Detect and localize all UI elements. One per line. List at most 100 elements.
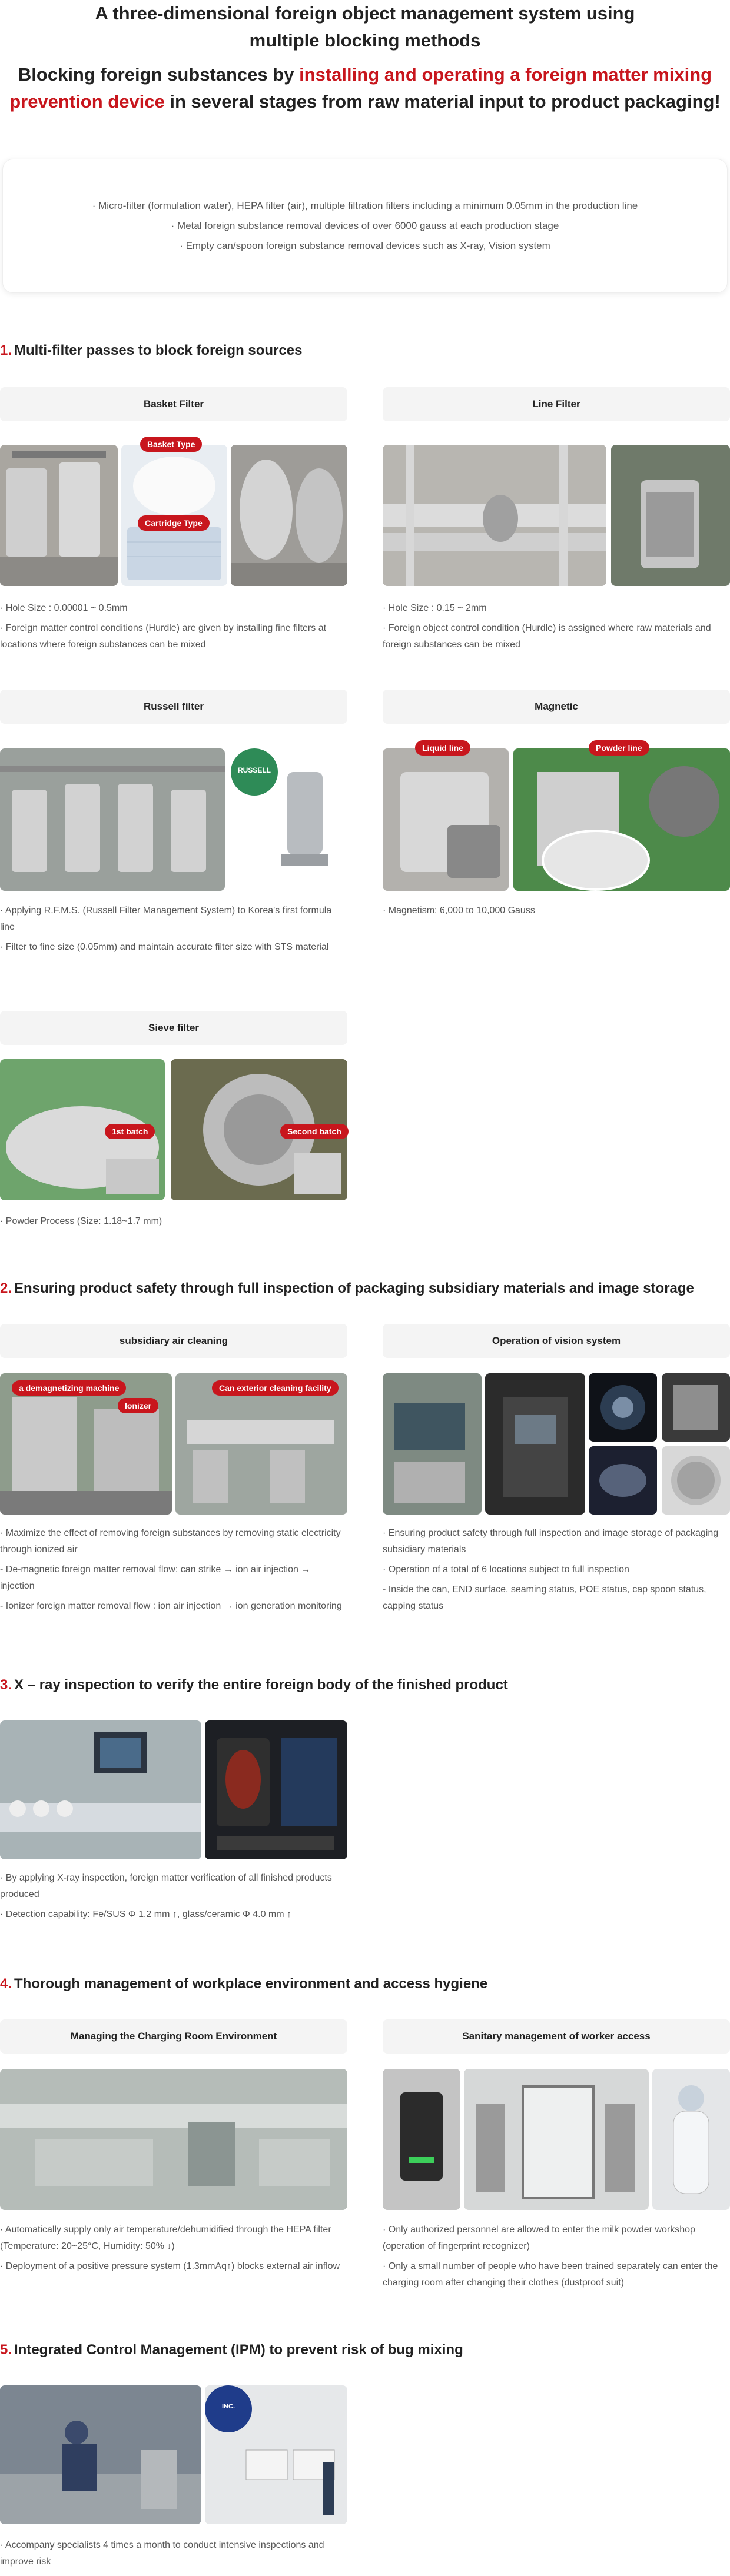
list-item: By applying X-ray inspection, foreign ma…	[0, 1870, 347, 1903]
hero-line4-red: prevention device	[9, 91, 165, 112]
card-title-line: Line Filter	[383, 387, 730, 421]
list-item: Foreign object control condition (Hurdle…	[383, 620, 730, 653]
xray-screen-photo	[205, 1720, 347, 1859]
card-title-magnetic: Magnetic	[383, 690, 730, 724]
demagnetizing-photo	[0, 1373, 172, 1515]
line-filter-photo	[383, 445, 606, 586]
tag-second-batch: Second batch	[280, 1124, 349, 1139]
section-title: 5.Integrated Control Management (IPM) to…	[0, 2342, 463, 2358]
card-title-basket: Basket Filter	[0, 387, 347, 421]
list-item: Filter to fine size (0.05mm) and maintai…	[0, 939, 347, 956]
russell-logo: RUSSELL	[237, 766, 271, 774]
russell-filter-photo	[0, 748, 225, 891]
vision-photo-2	[485, 1373, 585, 1515]
section-text: Multi-filter passes to block foreign sou…	[14, 342, 303, 358]
tag-can-cleaning: Can exterior cleaning facility	[212, 1380, 339, 1396]
basket-bullets: Hole Size : 0.00001 ~ 0.5mm Foreign matt…	[0, 600, 347, 657]
hero-line4-post: in several stages from raw material inpu…	[164, 91, 721, 112]
card-title-sieve: Sieve filter	[0, 1011, 347, 1045]
access-door-photo	[464, 2069, 649, 2210]
air-cleaning-bullets: Maximize the effect of removing foreign …	[0, 1525, 347, 1618]
filter-unit-photo	[231, 445, 347, 586]
section-text: Thorough management of workplace environ…	[14, 1976, 488, 1992]
tag-demagnetizing: a demagnetizing machine	[12, 1380, 127, 1396]
list-item: - Ionizer foreign matter removal flow : …	[0, 1601, 342, 1611]
russell-unit-photo	[228, 748, 346, 891]
list-item: Powder Process (Size: 1.18~1.7 mm)	[0, 1213, 347, 1230]
ipm-bullets: Accompany specialists 4 times a month to…	[0, 2537, 347, 2574]
section-number: 3.	[0, 1677, 12, 1693]
hero-line2: multiple blocking methods	[249, 30, 481, 51]
dustproof-suit-photo	[652, 2069, 730, 2210]
card-title-russell: Russell filter	[0, 690, 347, 724]
section-text: Integrated Control Management (IPM) to p…	[14, 2342, 463, 2358]
access-bullets: Only authorized personnel are allowed to…	[383, 2222, 730, 2295]
section-text: Ensuring product safety through full ins…	[14, 1280, 694, 1296]
line-bullets: Hole Size : 0.15 ~ 2mm Foreign object co…	[383, 600, 730, 657]
tag-powder-line: Powder line	[589, 740, 649, 756]
vision-photo-1	[383, 1373, 482, 1515]
hero-line3-pre: Blocking foreign substances by	[18, 64, 300, 85]
ipm-inspection-photo	[0, 2385, 201, 2524]
list-item: Automatically supply only air temperatur…	[0, 2222, 347, 2255]
vision-photo-6	[662, 1446, 730, 1515]
ipm-logo: INC.	[222, 2403, 235, 2410]
list-item: Hole Size : 0.00001 ~ 0.5mm	[0, 600, 347, 617]
card-title-charging: Managing the Charging Room Environment	[0, 2019, 347, 2054]
vision-photo-5	[589, 1446, 657, 1515]
card-title-access: Sanitary management of worker access	[383, 2019, 730, 2054]
tag-liquid-line: Liquid line	[415, 740, 470, 756]
card-title-air-cleaning: subsidiary air cleaning	[0, 1324, 347, 1358]
list-item: - De-magnetic foreign matter removal flo…	[0, 1565, 311, 1591]
section-text: X – ray inspection to verify the entire …	[14, 1677, 508, 1693]
section-number: 1.	[0, 342, 12, 358]
line-filter-part-photo	[611, 445, 730, 586]
magnetic-bullets: Magnetism: 6,000 to 10,000 Gauss	[383, 903, 730, 923]
charging-room-photo	[0, 2069, 347, 2210]
section-number: 4.	[0, 1976, 12, 1992]
charging-bullets: Automatically supply only air temperatur…	[0, 2222, 347, 2278]
list-item: Detection capability: Fe/SUS Φ 1.2 mm ↑,…	[0, 1906, 347, 1923]
list-item: Magnetism: 6,000 to 10,000 Gauss	[383, 903, 730, 919]
sieve-bullets: Powder Process (Size: 1.18~1.7 mm)	[0, 1213, 347, 1233]
list-item: Accompany specialists 4 times a month to…	[0, 2537, 347, 2570]
tag-basket-type: Basket Type	[140, 437, 203, 452]
list-item: Only a small number of people who have b…	[383, 2258, 730, 2291]
magnetic-powder-photo	[513, 748, 730, 891]
list-item: Ensuring product safety through full ins…	[383, 1525, 730, 1558]
list-item: Applying R.F.M.S. (Russell Filter Manage…	[0, 903, 347, 936]
tag-cartridge-type: Cartridge Type	[138, 515, 210, 531]
notice-box: · Micro-filter (formulation water), HEPA…	[2, 159, 728, 293]
can-cleaning-photo	[175, 1373, 347, 1515]
section-title: 4.Thorough management of workplace envir…	[0, 1976, 487, 1992]
list-item: - Inside the can, END surface, seaming s…	[383, 1585, 706, 1611]
hero-line1: A three-dimensional foreign object manag…	[95, 3, 635, 24]
russell-bullets: Applying R.F.M.S. (Russell Filter Manage…	[0, 903, 347, 959]
hero: A three-dimensional foreign object manag…	[0, 0, 730, 115]
section-title: 1.Multi-filter passes to block foreign s…	[0, 342, 302, 359]
notice-item: · Empty can/spoon foreign substance remo…	[180, 240, 550, 251]
xray-line-photo	[0, 1720, 201, 1859]
fingerprint-photo	[383, 2069, 460, 2210]
list-item: Foreign matter control conditions (Hurdl…	[0, 620, 347, 653]
section-number: 5.	[0, 2342, 12, 2358]
list-item: Deployment of a positive pressure system…	[0, 2258, 347, 2275]
vision-bullets: Ensuring product safety through full ins…	[383, 1525, 730, 1618]
section-title: 3.X – ray inspection to verify the entir…	[0, 1677, 508, 1693]
list-item: Only authorized personnel are allowed to…	[383, 2222, 730, 2255]
vision-photo-4	[662, 1373, 730, 1442]
tag-ionizer: Ionizer	[118, 1398, 159, 1413]
section-title: 2.Ensuring product safety through full i…	[0, 1280, 694, 1297]
notice-item: · Metal foreign substance removal device…	[171, 220, 559, 231]
basket-filter-photo	[0, 445, 118, 586]
section-number: 2.	[0, 1280, 12, 1296]
card-title-vision: Operation of vision system	[383, 1324, 730, 1358]
hero-line3-red: installing and operating a foreign matte…	[299, 64, 712, 85]
hero-title: A three-dimensional foreign object manag…	[0, 0, 730, 54]
hero-subtitle: Blocking foreign substances by installin…	[0, 61, 730, 115]
xray-bullets: By applying X-ray inspection, foreign ma…	[0, 1870, 347, 1926]
vision-photo-3	[589, 1373, 657, 1442]
magnetic-liquid-photo	[383, 748, 509, 891]
list-item: Operation of a total of 6 locations subj…	[383, 1562, 730, 1578]
